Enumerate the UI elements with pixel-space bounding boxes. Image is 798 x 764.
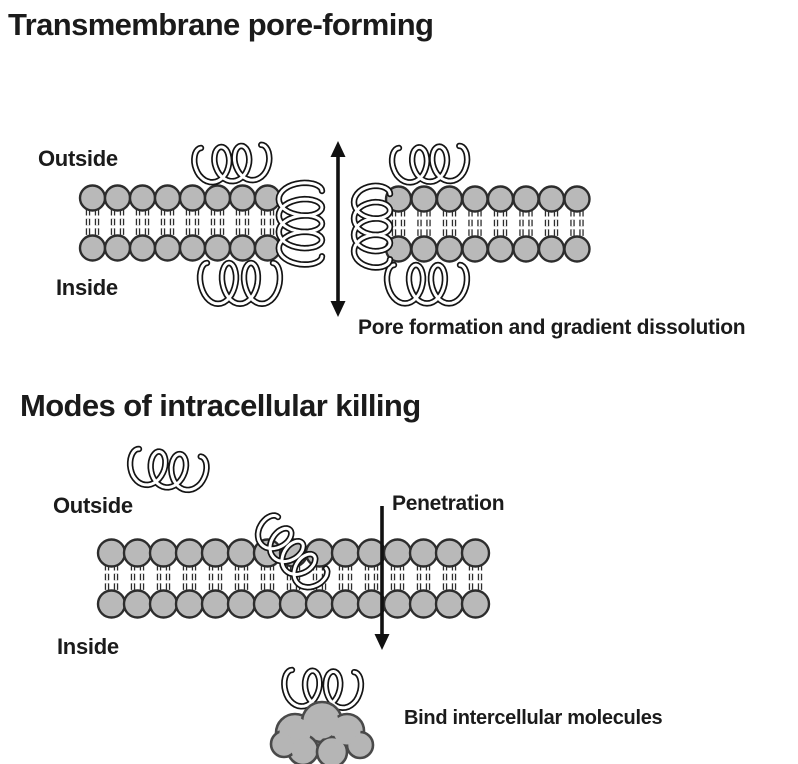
peptide-above-left <box>194 144 271 183</box>
peptide-below-left <box>200 263 280 304</box>
intercellular-molecule-blob <box>269 700 375 764</box>
section2-inside-label: Inside <box>57 634 119 659</box>
peptide-pore-left <box>279 183 322 265</box>
membrane-top-left <box>78 184 282 262</box>
section2-title: Modes of intracellular killing <box>20 388 421 423</box>
section1-inside-label: Inside <box>56 275 118 300</box>
gradient-dissolution-arrow <box>330 141 346 317</box>
membrane-top-right <box>384 185 591 263</box>
peptide-free <box>128 448 208 492</box>
section2-outside-label: Outside <box>53 493 133 518</box>
peptide-pore-right <box>354 186 390 268</box>
section1-caption: Pore formation and gradient dissolution <box>358 316 746 339</box>
section1-title: Transmembrane pore-forming <box>8 7 434 42</box>
section1-outside-label: Outside <box>38 146 118 171</box>
penetration-label: Penetration <box>392 492 505 515</box>
peptide-above-right <box>392 146 468 183</box>
section2-caption: Bind intercellular molecules <box>404 707 663 729</box>
penetration-arrow <box>374 506 390 650</box>
peptide-below-right <box>387 265 467 303</box>
peptide-penetrating <box>251 512 331 595</box>
